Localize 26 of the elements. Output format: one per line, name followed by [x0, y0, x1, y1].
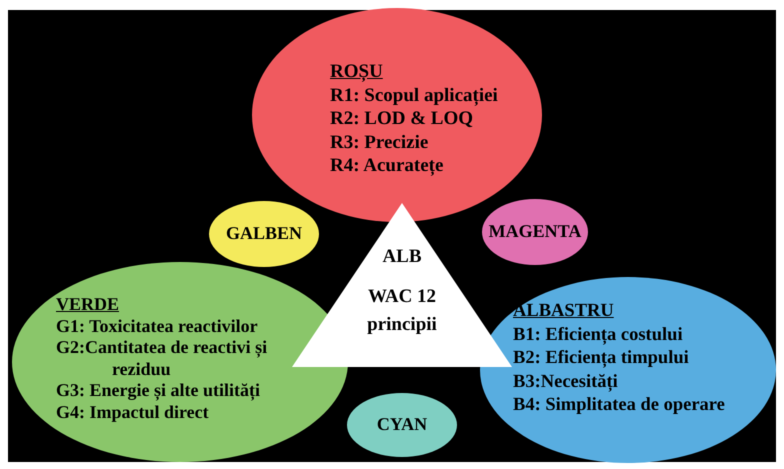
- category-heading: ROȘU: [330, 60, 384, 84]
- category-ellipse: [482, 199, 588, 265]
- category-ellipse: [12, 262, 348, 462]
- category-ellipse: [480, 277, 776, 463]
- criterion-item: B3:Necesități: [513, 370, 619, 394]
- category-heading: VERDE: [56, 294, 120, 316]
- category-heading: ALBASTRU: [513, 300, 615, 323]
- category-ellipse: [252, 8, 542, 222]
- criterion-item: R3: Precizie: [330, 130, 430, 154]
- category-label: MAGENTA: [488, 220, 582, 243]
- category-label: CYAN: [376, 413, 428, 436]
- criterion-item: B1: Eficiența costului: [513, 324, 684, 347]
- principles-label: WAC 12 principii: [366, 284, 438, 336]
- category-label: GALBEN: [224, 222, 304, 245]
- criterion-item: R1: Scopul aplicației: [330, 84, 499, 107]
- criterion-item: R2: LOD & LOQ: [330, 107, 474, 130]
- criterion-item: B2: Eficiența timpului: [513, 347, 690, 370]
- criterion-item: R4: Acuratețe: [330, 154, 444, 178]
- criterion-item: G3: Energie și alte utilități: [56, 380, 261, 402]
- criterion-item: G1: Toxicitatea reactivilor: [56, 316, 259, 337]
- criterion-item: B4: Simplitatea de operare: [513, 394, 726, 417]
- criterion-item: G4: Impactul direct: [56, 402, 210, 423]
- criterion-item: G2:Cantitatea de reactivi și reziduu: [56, 337, 268, 380]
- category-ellipse: [347, 393, 457, 457]
- category-ellipse: [209, 201, 319, 267]
- center-label: ALB: [381, 245, 423, 268]
